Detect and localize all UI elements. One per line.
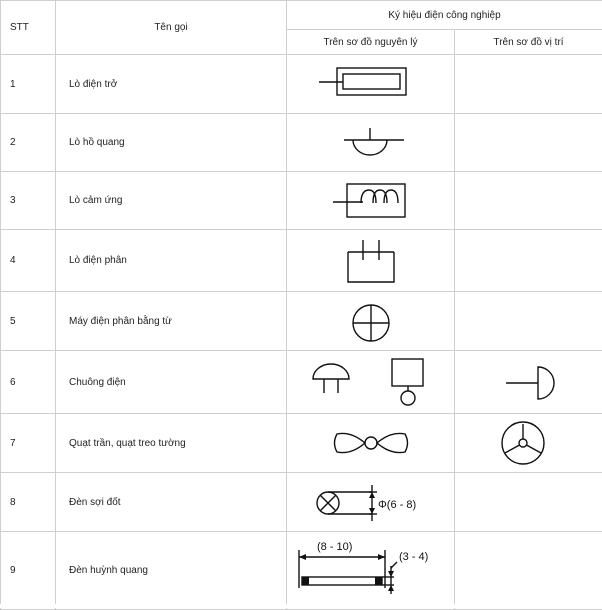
header-group: Ký hiệu điện công nghiệp xyxy=(287,1,602,30)
position-cell xyxy=(455,351,602,414)
bell-position-icon xyxy=(455,351,602,414)
header-stt: STT xyxy=(1,1,56,55)
table-row: 4 Lò điện phân xyxy=(1,230,602,292)
principle-cell xyxy=(287,230,455,292)
row-stt: 5 xyxy=(1,292,56,351)
position-cell xyxy=(455,292,602,351)
row-name: Đèn huỳnh quang xyxy=(56,532,287,610)
lamp-length-label: (8 - 10) xyxy=(317,541,352,553)
principle-cell: (8 - 10) (3 - 4) xyxy=(287,532,455,610)
position-cell xyxy=(455,532,602,610)
table-row: 1 Lò điện trở xyxy=(1,55,602,114)
row-stt: 3 xyxy=(1,172,56,230)
header-name: Tên gọi xyxy=(56,1,287,55)
electric-bell-icon xyxy=(287,351,455,414)
incandescent-lamp-icon: Φ(6 - 8) xyxy=(287,473,455,532)
position-cell xyxy=(455,114,602,172)
row-stt: 8 xyxy=(1,473,56,532)
table-row: 7 Quạt trần, quạt treo tường xyxy=(1,414,602,473)
principle-cell xyxy=(287,292,455,351)
principle-cell xyxy=(287,114,455,172)
row-name: Chuông điện xyxy=(56,351,287,414)
header-principle: Trên sơ đồ nguyên lý xyxy=(287,30,455,55)
row-stt: 9 xyxy=(1,532,56,610)
position-cell xyxy=(455,172,602,230)
row-stt: 2 xyxy=(1,114,56,172)
row-stt: 7 xyxy=(1,414,56,473)
lamp-width-label: (3 - 4) xyxy=(399,551,428,563)
magnetic-electrolysis-icon xyxy=(287,292,455,351)
principle-cell xyxy=(287,351,455,414)
position-cell xyxy=(455,55,602,114)
fluorescent-lamp-icon: (8 - 10) (3 - 4) xyxy=(287,532,455,610)
principle-cell xyxy=(287,414,455,473)
row-stt: 1 xyxy=(1,55,56,114)
fan-icon xyxy=(287,414,455,473)
table-row: 8 Đèn sợi đốt Φ(6 - 8) xyxy=(1,473,602,532)
header-position: Trên sơ đồ vị trí xyxy=(455,30,602,55)
row-name: Đèn sợi đốt xyxy=(56,473,287,532)
table-row: 6 Chuông điện xyxy=(1,351,602,414)
row-name: Lò cảm ứng xyxy=(56,172,287,230)
position-cell xyxy=(455,473,602,532)
resistance-furnace-icon xyxy=(287,55,455,114)
principle-cell xyxy=(287,55,455,114)
position-cell xyxy=(455,414,602,473)
principle-cell: Φ(6 - 8) xyxy=(287,473,455,532)
row-name: Lò hồ quang xyxy=(56,114,287,172)
row-name: Lò điện phân xyxy=(56,230,287,292)
induction-furnace-icon xyxy=(287,172,455,230)
electrolytic-furnace-icon xyxy=(287,230,455,292)
table-row: 9 Đèn huỳnh quang (8 - 10) (3 - 4) xyxy=(1,532,602,610)
row-name: Lò điện trở xyxy=(56,55,287,114)
arc-furnace-icon xyxy=(287,114,455,172)
row-name: Máy điện phân bằng từ xyxy=(56,292,287,351)
page-edge xyxy=(0,604,602,608)
table-row: 2 Lò hồ quang xyxy=(1,114,602,172)
row-stt: 4 xyxy=(1,230,56,292)
row-name: Quạt trần, quạt treo tường xyxy=(56,414,287,473)
table-row: 3 Lò cảm ứng xyxy=(1,172,602,230)
principle-cell xyxy=(287,172,455,230)
position-cell xyxy=(455,230,602,292)
lamp-diameter-label: Φ(6 - 8) xyxy=(378,499,416,511)
table-row: 5 Máy điện phân bằng từ xyxy=(1,292,602,351)
fan-position-icon xyxy=(455,414,602,473)
row-stt: 6 xyxy=(1,351,56,414)
